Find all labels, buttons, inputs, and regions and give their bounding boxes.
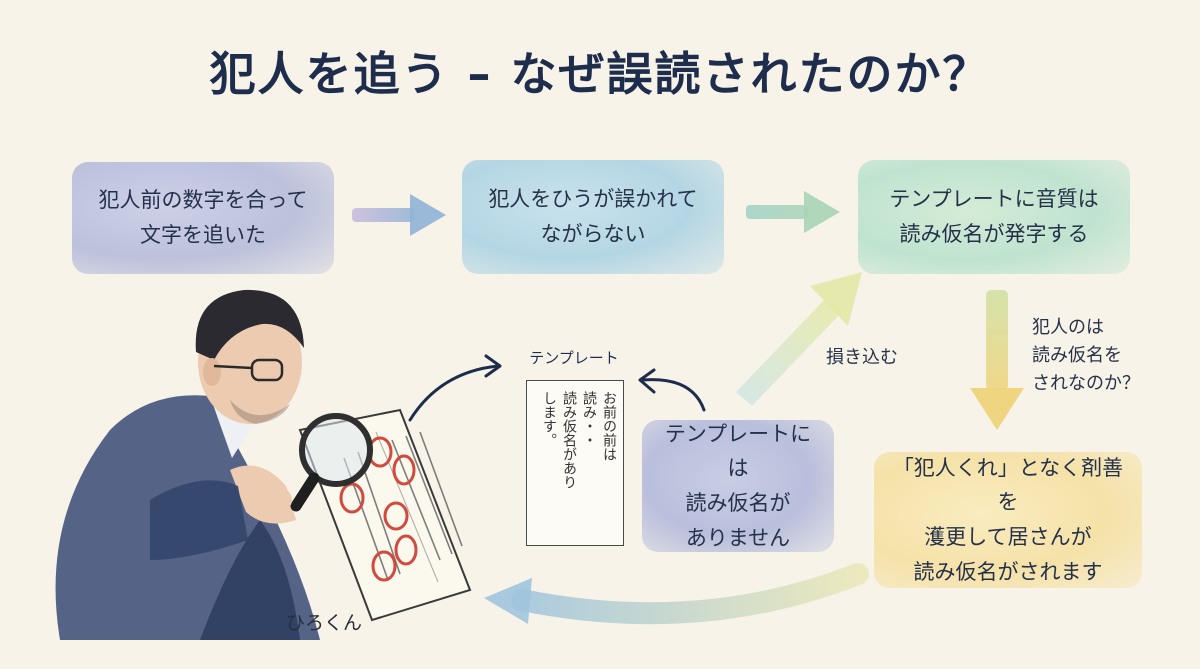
template-line-2: 読み・・ xyxy=(581,391,597,447)
arrow-box4-to-template xyxy=(638,368,706,412)
detective-illustration xyxy=(55,289,321,640)
label-insert: 損き込む xyxy=(826,347,898,368)
page-title: 犯人を追う – なぜ誤読されたのか？ xyxy=(209,47,991,101)
magnifying-glass-icon xyxy=(248,413,373,516)
step-box-reading-applied: 「犯人くれ」となく剤善を 濩更して居さんが 読み仮名がされます xyxy=(874,452,1142,588)
arrow-person-to-template xyxy=(408,354,502,422)
template-card: お前の前は 読み・・ 読み仮名があり します。 xyxy=(526,380,624,546)
person-name: ひろくん xyxy=(286,612,363,634)
arrow-1-to-2 xyxy=(352,194,446,236)
arrow-3-to-5 xyxy=(970,290,1024,430)
template-line-1: お前の前は xyxy=(601,391,617,461)
arrow-2-to-3 xyxy=(746,191,840,233)
template-line-3: 読み仮名があり xyxy=(561,391,577,489)
step-box-misread: 犯人をひうが誤かれて ながらない xyxy=(462,160,724,274)
arrow-4-to-3 xyxy=(736,272,862,406)
step-box-no-reading: テンプレートには 読み仮名が ありません xyxy=(642,420,834,552)
label-why-reading: 犯人のは 読み仮名を されなのか？ xyxy=(1032,317,1140,394)
template-line-4: します。 xyxy=(541,391,557,447)
step-box-template-reading: テンプレートに音質は 読み仮名が発字する xyxy=(858,160,1130,274)
red-circles xyxy=(339,436,418,582)
step-box-find-numbers: 犯人前の数字を合って 文字を追いた xyxy=(72,162,334,274)
template-title: テンプレート xyxy=(529,349,619,367)
arrow-5-to-document xyxy=(484,563,869,625)
